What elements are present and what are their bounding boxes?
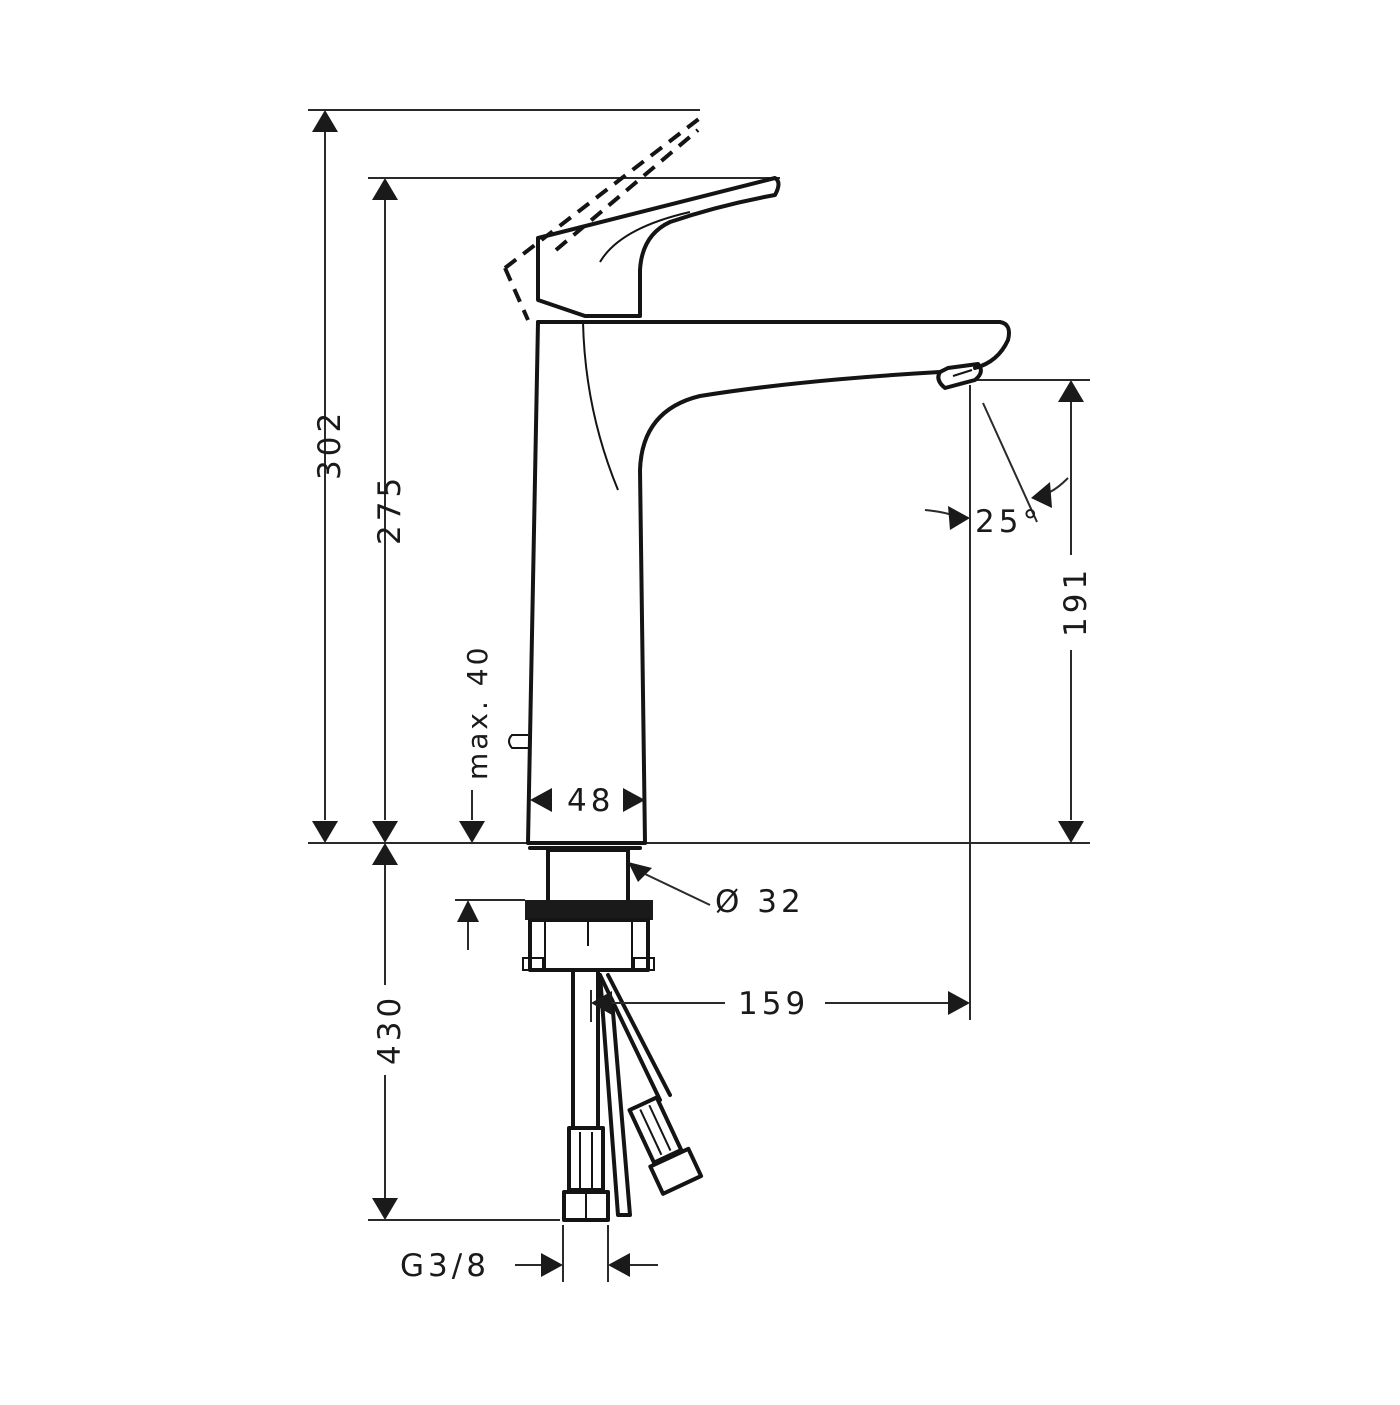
dimension-nut-marker — [457, 900, 479, 950]
dimension-spout-angle: 25° — [924, 402, 1069, 540]
dimension-connection-thread: G3/8 — [400, 1248, 658, 1284]
label-430: 430 — [372, 994, 408, 1065]
label-48: 48 — [567, 783, 614, 819]
dimension-spout-height: 191 — [1058, 380, 1094, 843]
label-275: 275 — [372, 474, 408, 545]
dimension-thread-diameter: Ø 32 — [628, 862, 805, 920]
dimension-body-width: 48 — [530, 783, 645, 819]
label-191: 191 — [1058, 566, 1094, 637]
label-302: 302 — [312, 409, 348, 480]
label-g3-8: G3/8 — [400, 1248, 490, 1284]
label-25-degrees: 25° — [975, 504, 1042, 540]
label-max-40: max. 40 — [461, 645, 494, 780]
label-159: 159 — [738, 986, 809, 1022]
dimension-hose-length: 430 — [372, 843, 408, 1220]
dimension-spout-reach: 159 — [590, 986, 970, 1022]
extension-lines — [308, 109, 1090, 1282]
faucet-outline — [503, 116, 1011, 1222]
dimension-lever-height: 275 — [372, 178, 408, 843]
dimension-total-height: 302 — [312, 110, 348, 843]
label-diameter-32: Ø 32 — [715, 884, 805, 920]
dimension-max-deck: max. 40 — [459, 645, 494, 843]
